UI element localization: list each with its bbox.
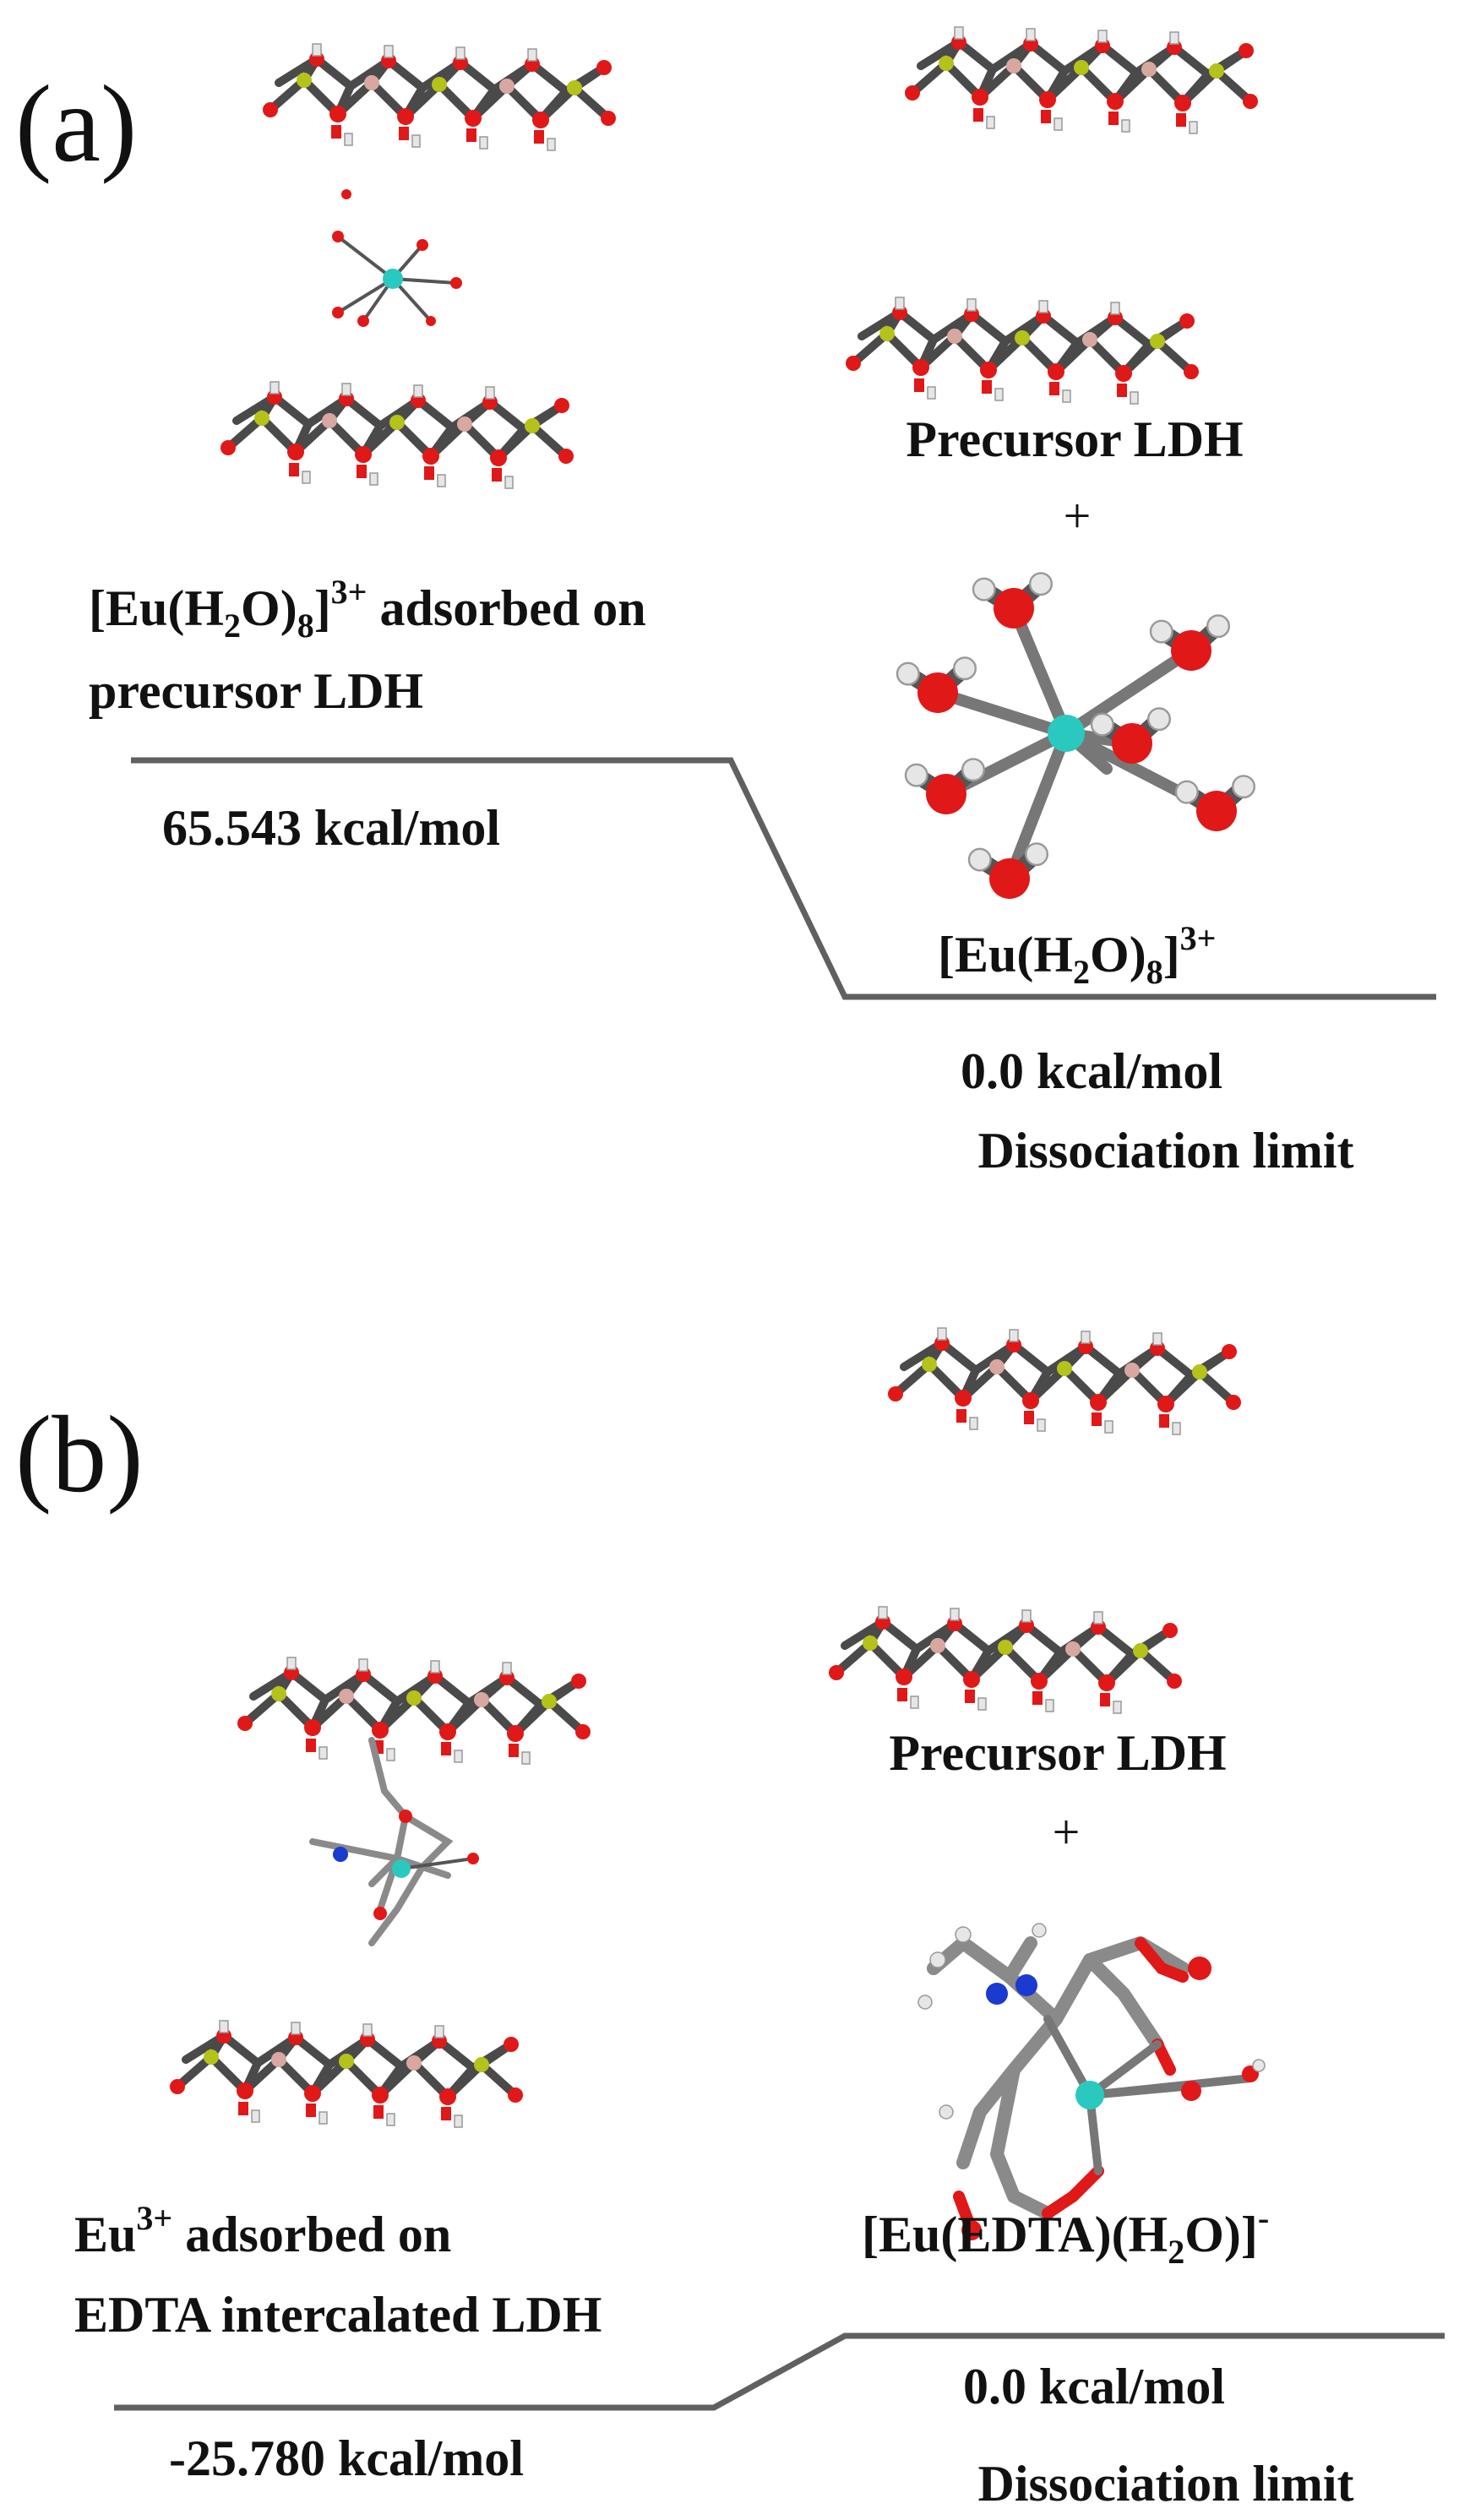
adsorbed-energy-a: 65.543 kcal/mol (162, 800, 500, 856)
limit-energy-a: 0.0 kcal/mol (961, 1043, 1222, 1099)
adsorbed-label-b-line2: EDTA intercalated LDH (74, 2287, 602, 2343)
ldh-slab (170, 2021, 523, 2127)
panel-letter-a: (a) (15, 63, 137, 185)
europium-atom (383, 269, 403, 289)
eu-edta-small (309, 1737, 479, 1946)
ldh-slab (829, 1607, 1182, 1713)
eu-aqua-complex-small (332, 189, 462, 327)
limit-energy-b: 0.0 kcal/mol (963, 2359, 1225, 2414)
complex-label-a: [Eu(H2O)8]3+ (938, 919, 1216, 991)
dissociation-limit-b: Dissociation limit (978, 2456, 1354, 2512)
panel-a: (a) Precur (15, 27, 1436, 1178)
ldh-slab (263, 44, 616, 150)
precursor-ldh-a (846, 27, 1258, 404)
adsorbed-label-a-line1: [Eu(H2O)8]3+ adsorbed on (89, 573, 646, 645)
ldh-slab (905, 27, 1258, 133)
adsorbed-label-a-line2: precursor LDH (89, 663, 423, 719)
energy-level-line-b (114, 2332, 1445, 2411)
europium-atom (392, 1859, 411, 1878)
precursor-ldh-label: Precursor LDH (906, 411, 1243, 467)
adsorbed-label-b-line1: Eu3+ adsorbed on (74, 2199, 451, 2262)
europium-atom (1048, 715, 1085, 752)
energy-level-line-a (131, 757, 1436, 1000)
adsorbed-structure-b (170, 1657, 591, 2127)
plus-sign: + (1053, 1804, 1081, 1859)
ldh-slab (888, 1328, 1241, 1434)
eu-edta-complex-large (917, 1923, 1266, 2240)
ldh-slab (846, 297, 1199, 404)
plus-sign: + (1064, 488, 1092, 543)
ldh-slab (237, 1657, 591, 1764)
adsorbed-energy-b: -25.780 kcal/mol (169, 2430, 524, 2486)
precursor-ldh-b (829, 1328, 1241, 1713)
adsorbed-structure-a (220, 44, 616, 488)
dissociation-limit-a: Dissociation limit (978, 1123, 1354, 1178)
ldh-slab (220, 382, 574, 488)
complex-label-b: [Eu(EDTA)(H2O)]- (862, 2199, 1269, 2271)
europium-atom (1075, 2081, 1104, 2109)
eu-aqua-complex-large (897, 573, 1255, 899)
panel-b: (b) (15, 1328, 1445, 2512)
precursor-ldh-label: Precursor LDH (889, 1725, 1226, 1781)
panel-letter-b: (b) (15, 1394, 144, 1516)
